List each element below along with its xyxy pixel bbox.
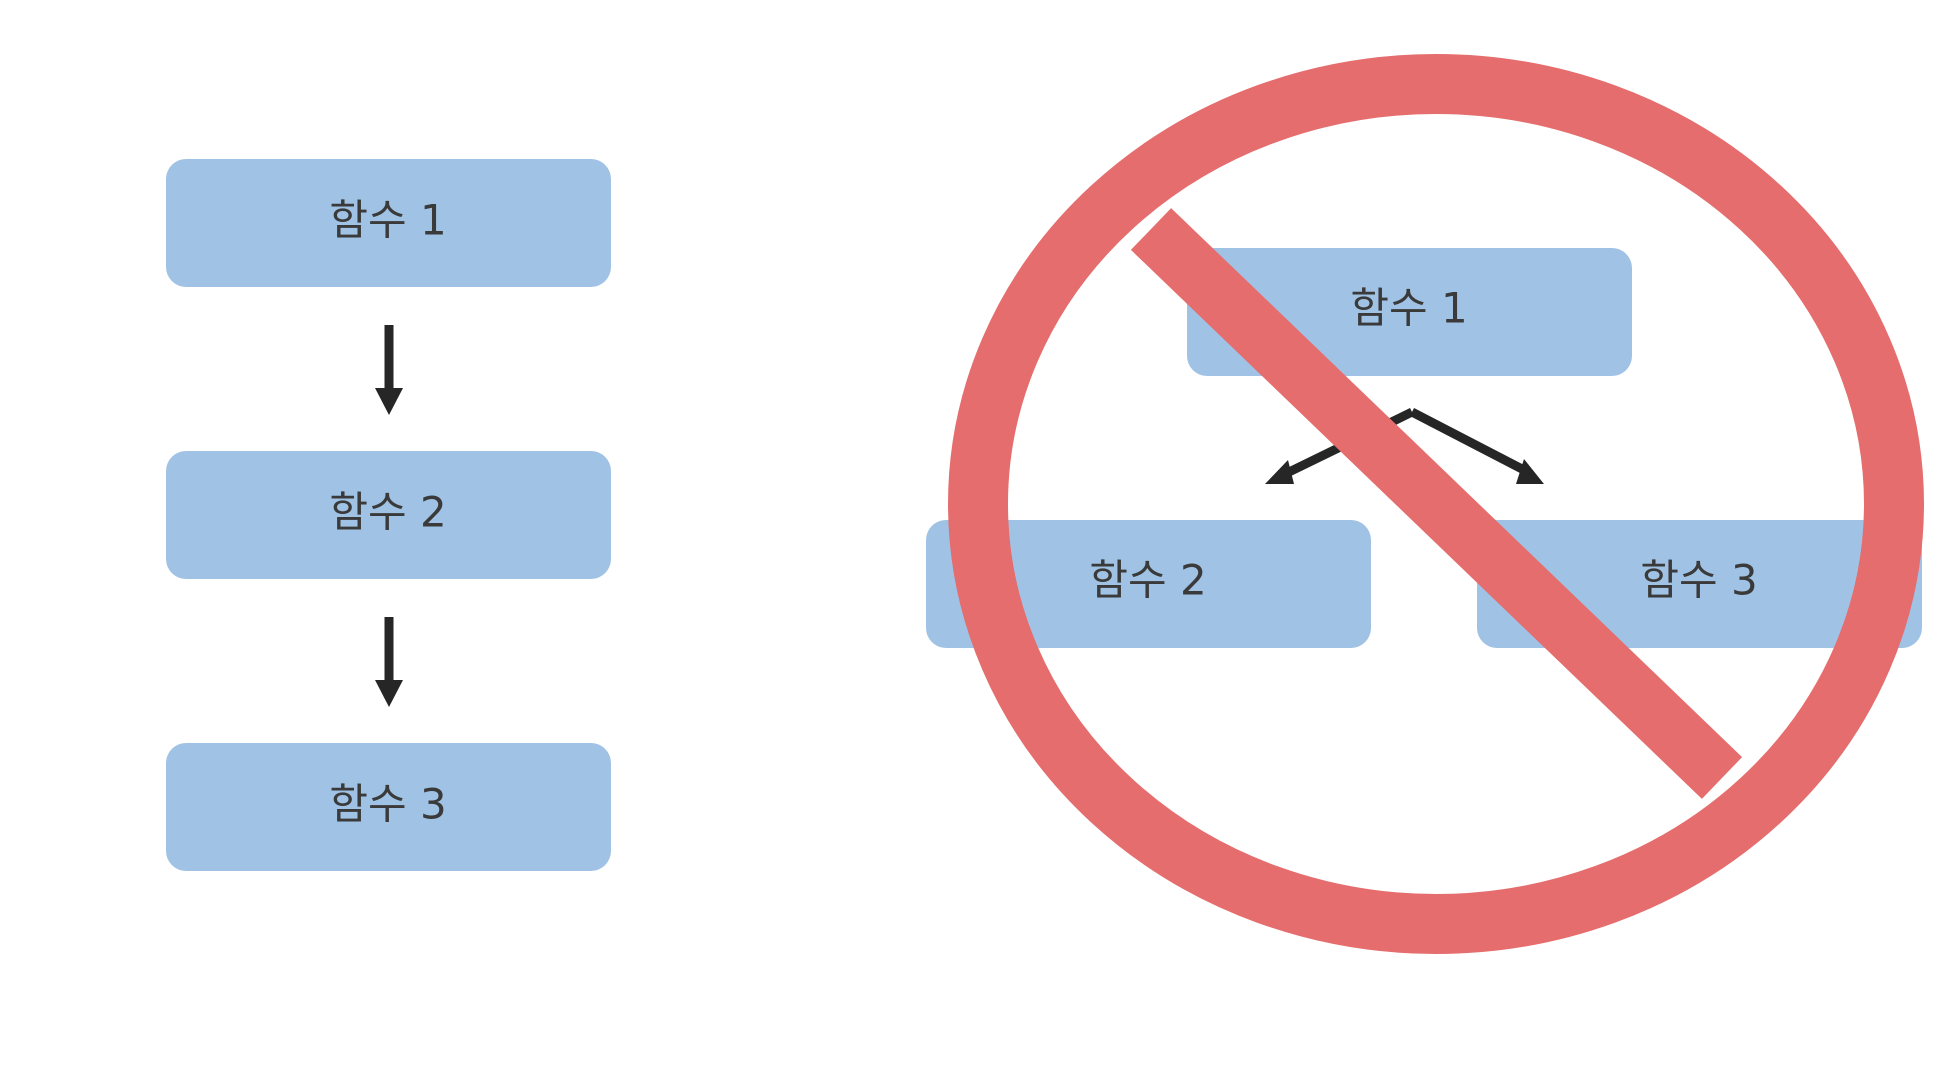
- left-node-3-box: [166, 743, 611, 871]
- right-arrow-1-3-head: [1516, 459, 1544, 484]
- right-node-2-box: [926, 520, 1371, 648]
- right-arrow-1-3: [1409, 408, 1544, 484]
- left-node-2-label: 함수 2: [329, 488, 446, 537]
- left-node-1-label: 함수 1: [329, 196, 446, 245]
- prohibition-slash: [1130, 208, 1743, 799]
- left-arrow-2-3-head: [375, 680, 403, 707]
- right-node-1-label: 함수 1: [1350, 284, 1467, 333]
- left-arrow-2-3: [375, 617, 403, 707]
- left-arrow-1-2: [375, 325, 403, 415]
- prohibition-ring: [948, 54, 1924, 954]
- left-sequential-flow: 함수 1 함수 2 함수 3: [166, 159, 611, 871]
- right-arrow-1-2-head: [1265, 460, 1294, 484]
- right-arrow-1-3-shaft: [1409, 408, 1525, 473]
- left-arrow-1-2-head: [375, 388, 403, 415]
- right-node-3-label: 함수 3: [1640, 556, 1757, 605]
- left-node-1: 함수 1: [166, 159, 611, 287]
- left-node-2: 함수 2: [166, 451, 611, 579]
- left-node-2-box: [166, 451, 611, 579]
- right-branching-flow: 함수 1 함수 2 함수 3: [926, 248, 1922, 648]
- left-node-1-box: [166, 159, 611, 287]
- right-node-2: 함수 2: [926, 520, 1371, 648]
- left-node-3-label: 함수 3: [329, 780, 446, 829]
- left-node-3: 함수 3: [166, 743, 611, 871]
- right-node-2-label: 함수 2: [1089, 556, 1206, 605]
- prohibition-sign-icon: [948, 54, 1924, 954]
